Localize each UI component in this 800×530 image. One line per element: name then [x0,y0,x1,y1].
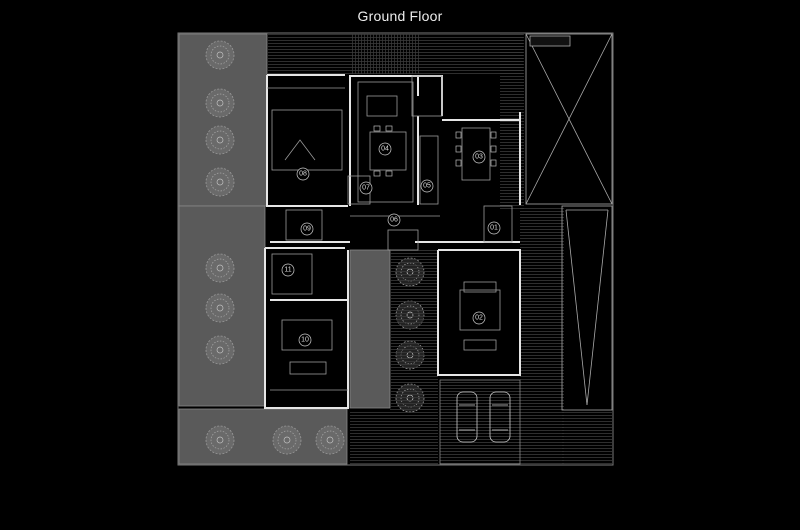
deck-south [350,410,438,464]
interior-lines [267,75,513,391]
room-label-01: 01 [490,225,498,232]
dining-chairs [373,125,497,177]
room-label-04: 04 [381,146,389,153]
room-label-11: 11 [284,267,291,274]
deck-court [390,250,438,410]
deck-east [520,206,564,464]
site-boundary [177,32,614,466]
room-label-10: 10 [301,337,309,344]
pool-void [525,33,613,205]
room-label-02: 02 [475,315,483,322]
room-label-06: 06 [390,217,398,224]
room-label-05: 05 [423,183,431,190]
room-label-08: 08 [299,171,307,178]
carport [439,379,521,465]
room-label-07: 07 [362,185,370,192]
room-labels: 01 02 03 04 05 06 07 08 09 10 11 [281,142,501,347]
garden-center-strip [349,249,391,409]
car-icon [456,391,511,443]
deck-east-2 [562,410,612,464]
deck-stair-north [350,34,420,74]
plan-title: Ground Floor [357,8,443,24]
room-label-03: 03 [475,154,483,161]
room-label-09: 09 [303,226,311,233]
east-stair [561,205,613,411]
